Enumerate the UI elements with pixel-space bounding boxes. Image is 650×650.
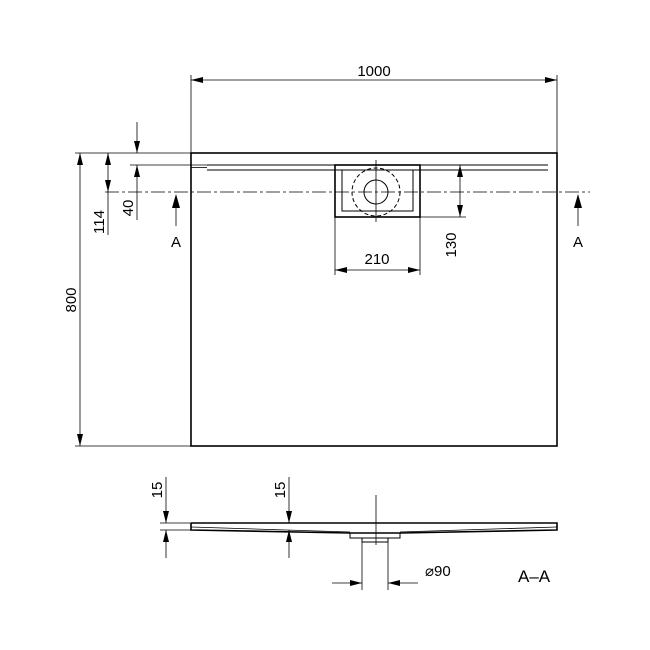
arrow-130-bottom (457, 205, 463, 217)
arrow-90-right (388, 580, 400, 586)
plan-view: 1000 800 114 40 A A 210 (63, 63, 590, 447)
arrow-114-top (105, 153, 111, 165)
dim-800-label: 800 (63, 287, 80, 312)
section-marker-right-arrow (574, 194, 582, 208)
drain-box-inner (341, 169, 414, 212)
arrow-1000-left (191, 77, 203, 83)
arrow-15-center-top (286, 511, 292, 523)
arrow-15-left-bottom (163, 530, 169, 542)
arrow-90-left (350, 580, 362, 586)
arrow-210-right (408, 267, 420, 273)
section-marker-left-arrow (172, 194, 180, 208)
arrow-114-bottom (105, 180, 111, 192)
section-marker-right-label: A (573, 234, 583, 251)
arrow-130-top (457, 165, 463, 177)
section-marker-left-label: A (171, 234, 181, 251)
section-slope-right (399, 526, 558, 533)
tray-outline (190, 152, 558, 447)
dim-114-label: 114 (91, 210, 108, 234)
arrow-40-bottom (134, 165, 140, 177)
arrow-800-bottom (77, 434, 83, 446)
arrow-1000-right (545, 77, 557, 83)
dim-1000-label: 1000 (357, 63, 390, 80)
arrow-15-center-bottom (286, 530, 292, 542)
dim-90-label: ⌀90 (425, 563, 451, 580)
section-profile (190, 522, 558, 534)
dim-40-label: 40 (120, 200, 137, 217)
arrow-210-left (335, 267, 347, 273)
arrow-40-top (134, 141, 140, 153)
arrow-15-left-top (163, 511, 169, 523)
section-drain-outlet (361, 537, 389, 543)
drain-box-outer (334, 164, 421, 218)
arrow-800-top (77, 153, 83, 165)
dim-130-label: 130 (443, 232, 460, 257)
dim-15-left-label: 15 (149, 482, 166, 499)
section-view: 15 15 ⌀90 A–A (149, 477, 558, 590)
dim-210-label: 210 (364, 251, 389, 268)
section-slope-left (190, 526, 351, 533)
section-label: A–A (518, 567, 551, 586)
dim-15-center-label: 15 (272, 482, 289, 499)
